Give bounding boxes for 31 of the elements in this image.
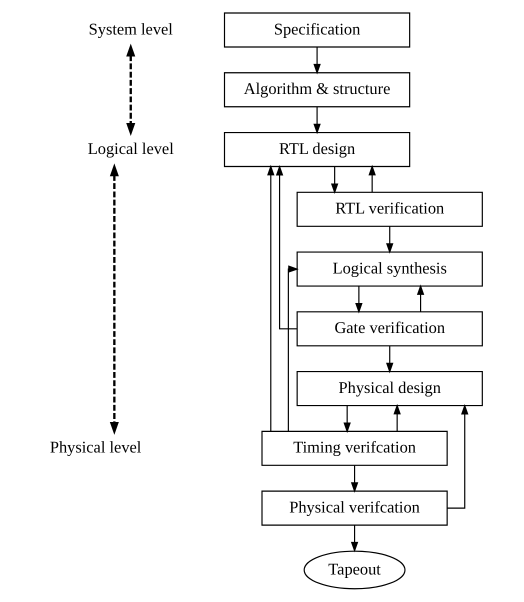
arrow: [386, 226, 394, 254]
node-box: Physical design: [296, 371, 483, 406]
arrow: [313, 47, 321, 74]
node-box: Timing verifcation: [261, 430, 448, 466]
node-box: RTL design: [224, 132, 410, 168]
arrow: [330, 166, 338, 194]
node-text: Physical level: [50, 438, 142, 457]
arrow: [110, 163, 119, 435]
arrow: [355, 286, 363, 314]
arrow: [386, 346, 394, 374]
node-text: Logical level: [88, 138, 174, 158]
node-box: RTL verification: [296, 192, 483, 227]
node-box: Physical verifcation: [261, 490, 448, 526]
arrow: [276, 164, 297, 330]
arrow: [267, 164, 274, 431]
arrow: [350, 466, 358, 493]
arrow: [288, 265, 299, 432]
node-ellipse: Tapeout: [304, 550, 406, 590]
arrow: [393, 404, 401, 432]
arrow: [343, 406, 351, 434]
node-box: Algorithm & structure: [224, 72, 410, 108]
arrow: [126, 44, 136, 136]
arrow: [350, 525, 358, 552]
arrow: [368, 164, 376, 192]
node-text: System level: [88, 19, 173, 38]
arrow: [448, 404, 468, 509]
node-box: Gate verification: [296, 311, 483, 346]
node-box: Specification: [224, 12, 410, 48]
arrow: [416, 284, 424, 312]
node-box: Logical synthesis: [296, 251, 483, 287]
arrow: [313, 107, 321, 134]
